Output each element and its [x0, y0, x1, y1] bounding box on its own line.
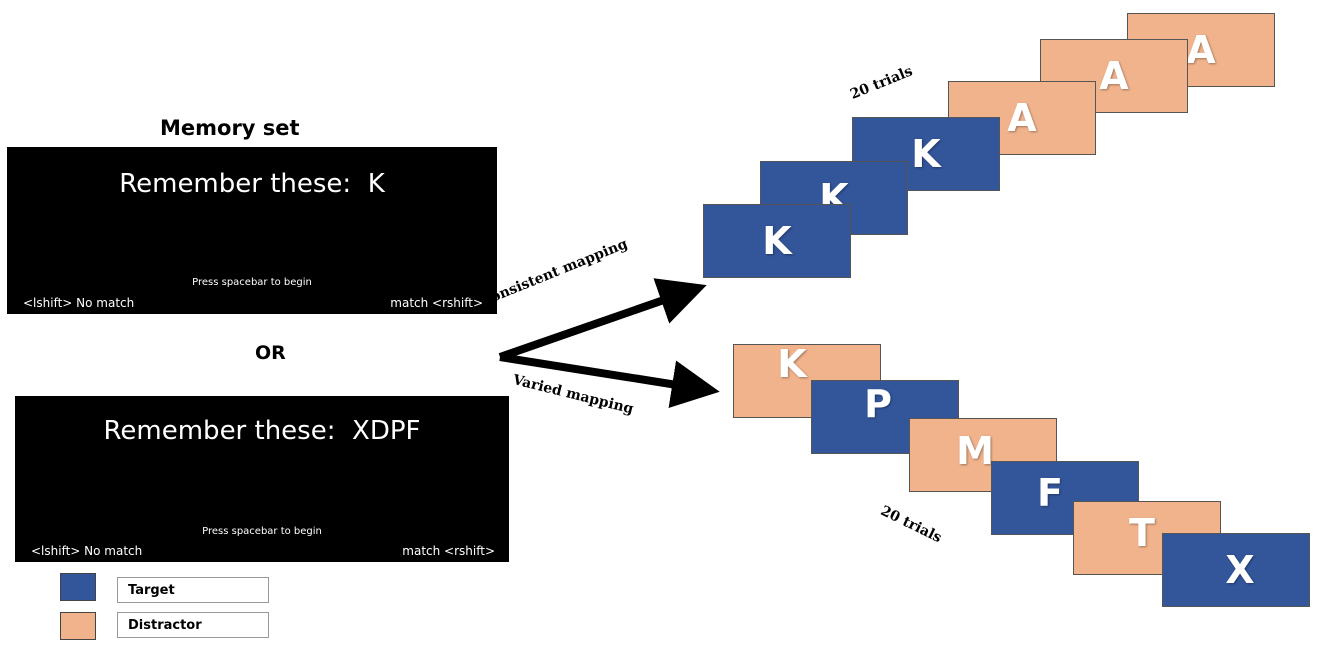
trial-letter: X: [1225, 548, 1255, 592]
trial-letter: P: [864, 382, 892, 426]
trial-letter: F: [1037, 471, 1063, 515]
trial-letter: T: [1129, 511, 1155, 555]
screen-prompt: Remember these: XDPF: [103, 416, 421, 446]
memory-set-title: Memory set: [160, 116, 300, 140]
trial-letter: A: [1007, 96, 1037, 140]
screen-right-key: match <rshift>: [402, 544, 495, 558]
trial-letter: A: [1186, 28, 1216, 72]
legend-target-label: Target: [117, 577, 269, 603]
trial-letter: K: [777, 342, 807, 386]
trial-letter: K: [762, 219, 792, 263]
trial-card: X: [1162, 533, 1310, 607]
trial-letter: A: [1099, 54, 1129, 98]
trial-card: K: [703, 204, 851, 278]
screen-instruction: Press spacebar to begin: [202, 526, 322, 537]
legend-distractor-swatch: [60, 612, 96, 640]
consistent-arrow: [498, 278, 707, 361]
or-label: OR: [255, 342, 286, 364]
memory-screen-varied: Remember these: XDPF Press spacebar to b…: [15, 396, 509, 562]
screen-right-key: match <rshift>: [390, 296, 483, 310]
legend-distractor-label: Distractor: [117, 612, 269, 638]
screen-prompt: Remember these: K: [119, 169, 385, 199]
legend-target-swatch: [60, 573, 96, 601]
screen-left-key: <lshift> No match: [31, 544, 143, 558]
trial-letter: M: [956, 429, 994, 473]
screen-instruction: Press spacebar to begin: [192, 277, 312, 288]
memory-screen-consistent: Remember these: K Press spacebar to begi…: [7, 147, 497, 314]
trial-letter: K: [911, 132, 941, 176]
trial-card: T: [1073, 501, 1221, 575]
screen-left-key: <lshift> No match: [23, 296, 135, 310]
varied-arrow: [499, 353, 720, 408]
